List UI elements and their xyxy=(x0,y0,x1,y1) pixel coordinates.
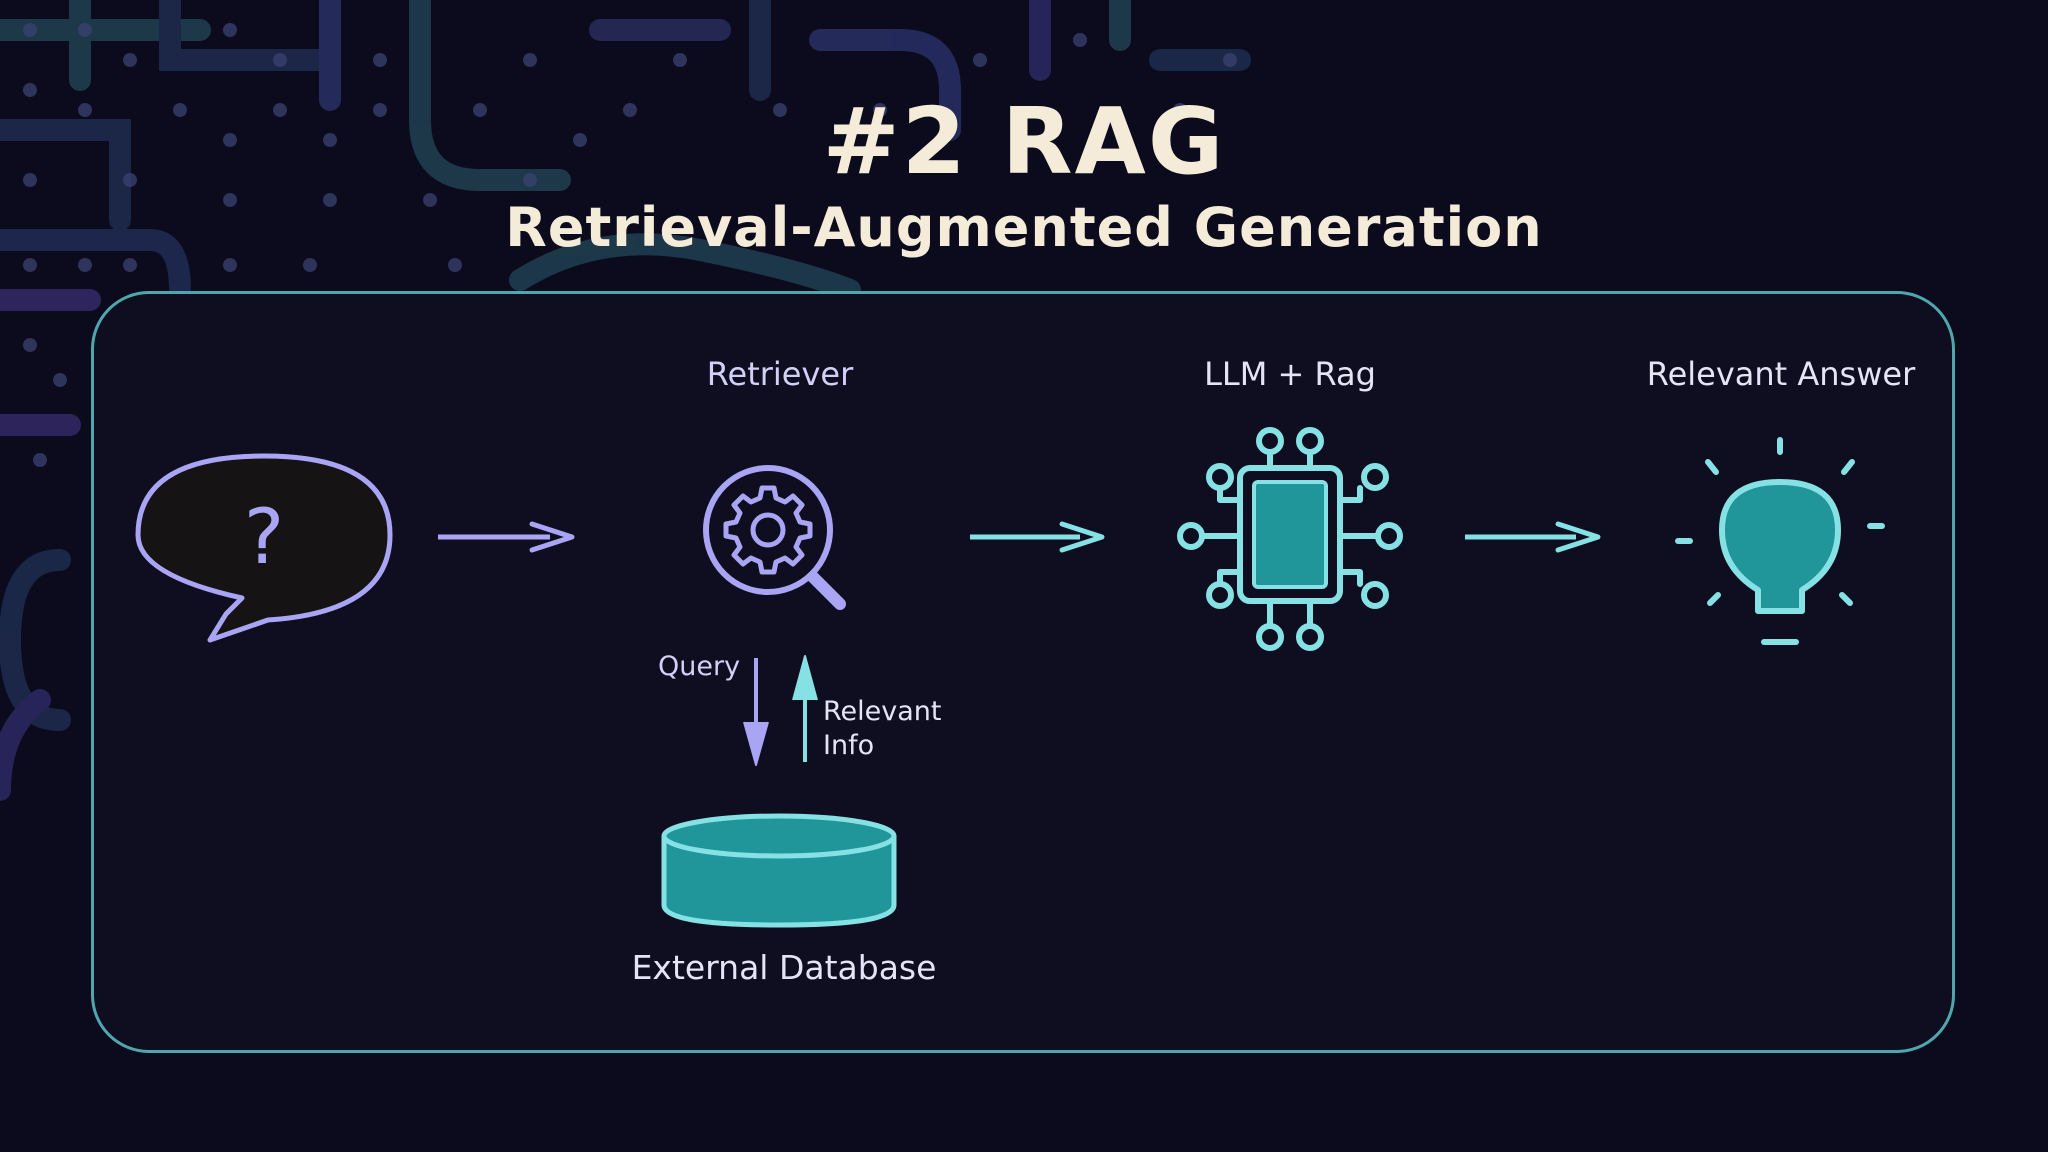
relevant-info-arrow xyxy=(792,655,818,762)
arrow-llm-to-answer xyxy=(1465,521,1601,553)
database-icon xyxy=(661,813,897,928)
relevant-info-label-line2: Info xyxy=(823,730,875,761)
query-label: Query xyxy=(658,651,741,682)
answer-label: Relevant Answer xyxy=(1646,355,1916,393)
diagram-panel xyxy=(91,291,1955,1053)
chip-icon xyxy=(1177,427,1403,651)
arrow-retriever-to-llm xyxy=(970,521,1105,553)
speech-bubble-icon xyxy=(135,453,393,643)
query-arrow xyxy=(743,658,769,766)
arrow-question-to-retriever xyxy=(438,521,575,553)
question-mark: ? xyxy=(243,492,285,581)
database-label: External Database xyxy=(631,948,937,987)
relevant-info-label-line1: Relevant xyxy=(823,696,942,727)
lightbulb-icon xyxy=(1675,437,1885,645)
gear-magnifier-icon xyxy=(703,465,846,610)
page-subtitle: Retrieval-Augmented Generation xyxy=(505,196,1543,259)
llm-label: LLM + Rag xyxy=(1204,355,1376,393)
retriever-label: Retriever xyxy=(706,355,854,393)
page-title: #2 RAG xyxy=(822,88,1226,195)
